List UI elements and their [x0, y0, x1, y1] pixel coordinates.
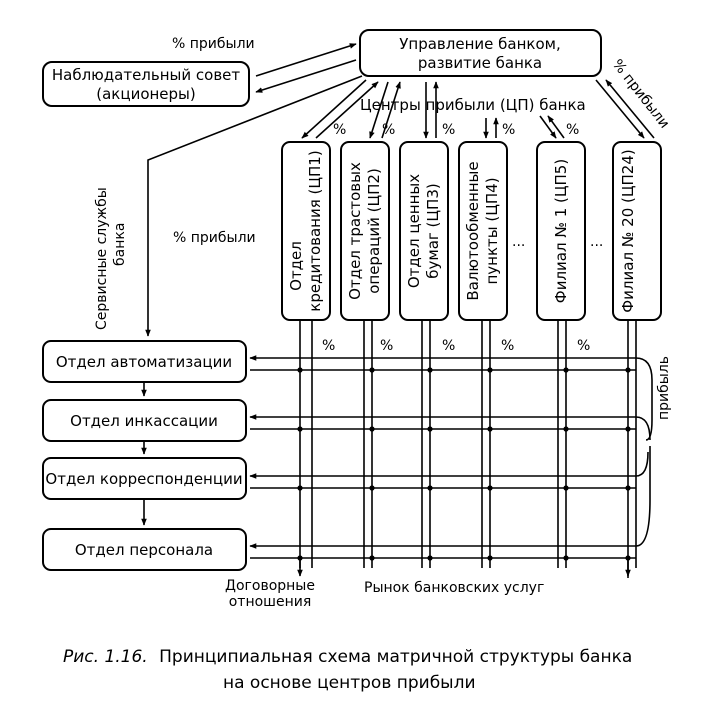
cp2-line1: Отдел трастовых	[346, 162, 364, 300]
profit-center-cp5: Филиал № 1 (ЦП5)	[536, 141, 586, 321]
pct-label-cp5-bottom: %	[577, 338, 590, 354]
top-management-line1: Управление банком,	[399, 35, 560, 53]
cp24-line1: Филиал № 20 (ЦП24)	[619, 149, 637, 312]
pct-label-cp2-top: %	[382, 122, 395, 138]
cp5-line1: Филиал № 1 (ЦП5)	[552, 159, 570, 303]
caption-line1: Принципиальная схема матричной структуры…	[159, 647, 632, 667]
profit-center-cp4: Валютообменные пункты (ЦП4)	[458, 141, 508, 321]
service-automation: Отдел автоматизации	[42, 340, 247, 383]
arrow-cp2-to-management	[381, 81, 401, 139]
profit-center-cp24: Филиал № 20 (ЦП24)	[612, 141, 662, 321]
service-label-line1: Сервисные службы	[94, 187, 110, 330]
service-label-line2: банка	[112, 223, 128, 266]
pct-label-cp1-bottom: %	[322, 338, 335, 354]
arrow-board-to-management	[255, 43, 357, 77]
supervisory-board-line1: Наблюдательный совет	[52, 66, 241, 84]
service-collection-label: Отдел инкассации	[70, 412, 218, 430]
ellipsis-right: ...	[590, 234, 603, 250]
profit-pct-side-label: % прибыли	[173, 230, 256, 246]
arrow-cp1-to-management	[315, 81, 379, 139]
pct-label-cp3-bottom: %	[442, 338, 455, 354]
arrow-management-to-cp24	[595, 79, 645, 139]
cp3-line2: бумаг (ЦП3)	[424, 183, 442, 278]
svg-text:Рис. 1.16. Принципиальна: Рис. 1.16. Принципиальная схема матрично…	[63, 647, 632, 667]
arrow-management-to-services	[145, 75, 363, 337]
pct-label-cp4-bottom: %	[501, 338, 514, 354]
pct-label-cp3-top: %	[442, 122, 455, 138]
pct-label-cp1-top: %	[333, 122, 346, 138]
pct-label-cp2-bottom: %	[380, 338, 393, 354]
service-personnel: Отдел персонала	[42, 528, 247, 571]
arrow-management-to-cp2	[369, 81, 389, 139]
cp4-line1: Валютообменные	[464, 161, 482, 300]
caption-prefix: Рис. 1.16.	[63, 647, 148, 667]
arrow-management-to-board	[255, 59, 357, 93]
arrow-cp24-to-management	[605, 79, 655, 139]
service-collection: Отдел инкассации	[42, 399, 247, 442]
arrow-cp5-to-management	[547, 115, 565, 139]
profit-center-cp2: Отдел трастовых операций (ЦП2)	[340, 141, 390, 321]
cp4-line2: пункты (ЦП4)	[483, 177, 501, 284]
service-correspondence: Отдел корреспонденции	[42, 457, 247, 500]
service-personnel-label: Отдел персонала	[75, 541, 213, 559]
pct-label-cp5-top: %	[566, 122, 579, 138]
top-management-line2: развитие банка	[418, 54, 542, 72]
profit-pct-board-label: % прибыли	[172, 36, 255, 52]
service-correspondence-label: Отдел корреспонденции	[45, 470, 242, 488]
cp1-line1: Отдел	[287, 241, 305, 291]
cp1-line2: кредитования (ЦП1)	[306, 150, 324, 311]
pct-label-cp4-top: %	[502, 122, 515, 138]
profit-center-cp1: Отдел кредитования (ЦП1)	[281, 141, 331, 321]
matrix-grid	[249, 320, 653, 578]
cp2-line2: операций (ЦП2)	[365, 168, 383, 294]
ellipsis-left: ...	[512, 234, 525, 250]
figure-caption: Рис. 1.16. Принципиальная схема матрично…	[63, 647, 632, 693]
contracts-line2: отношения	[229, 594, 312, 610]
supervisory-board-line2: (акционеры)	[96, 85, 196, 103]
supervisory-board-node: Наблюдательный совет (акционеры)	[42, 61, 250, 107]
profit-right-vertical-label: прибыль	[656, 356, 672, 420]
profit-centers-label: Центры прибыли (ЦП) банка	[360, 96, 586, 114]
contracts-line1: Договорные	[225, 578, 315, 594]
top-management-node: Управление банком, развитие банка	[359, 29, 602, 77]
market-label: Рынок банковских услуг	[364, 580, 544, 596]
caption-line2: на основе центров прибыли	[223, 673, 476, 693]
profit-center-cp3: Отдел ценных бумаг (ЦП3)	[399, 141, 449, 321]
arrow-management-to-cp5	[539, 115, 557, 139]
arrow-management-to-cp1	[301, 79, 367, 139]
service-automation-label: Отдел автоматизации	[56, 353, 232, 371]
cp3-line1: Отдел ценных	[405, 174, 423, 288]
